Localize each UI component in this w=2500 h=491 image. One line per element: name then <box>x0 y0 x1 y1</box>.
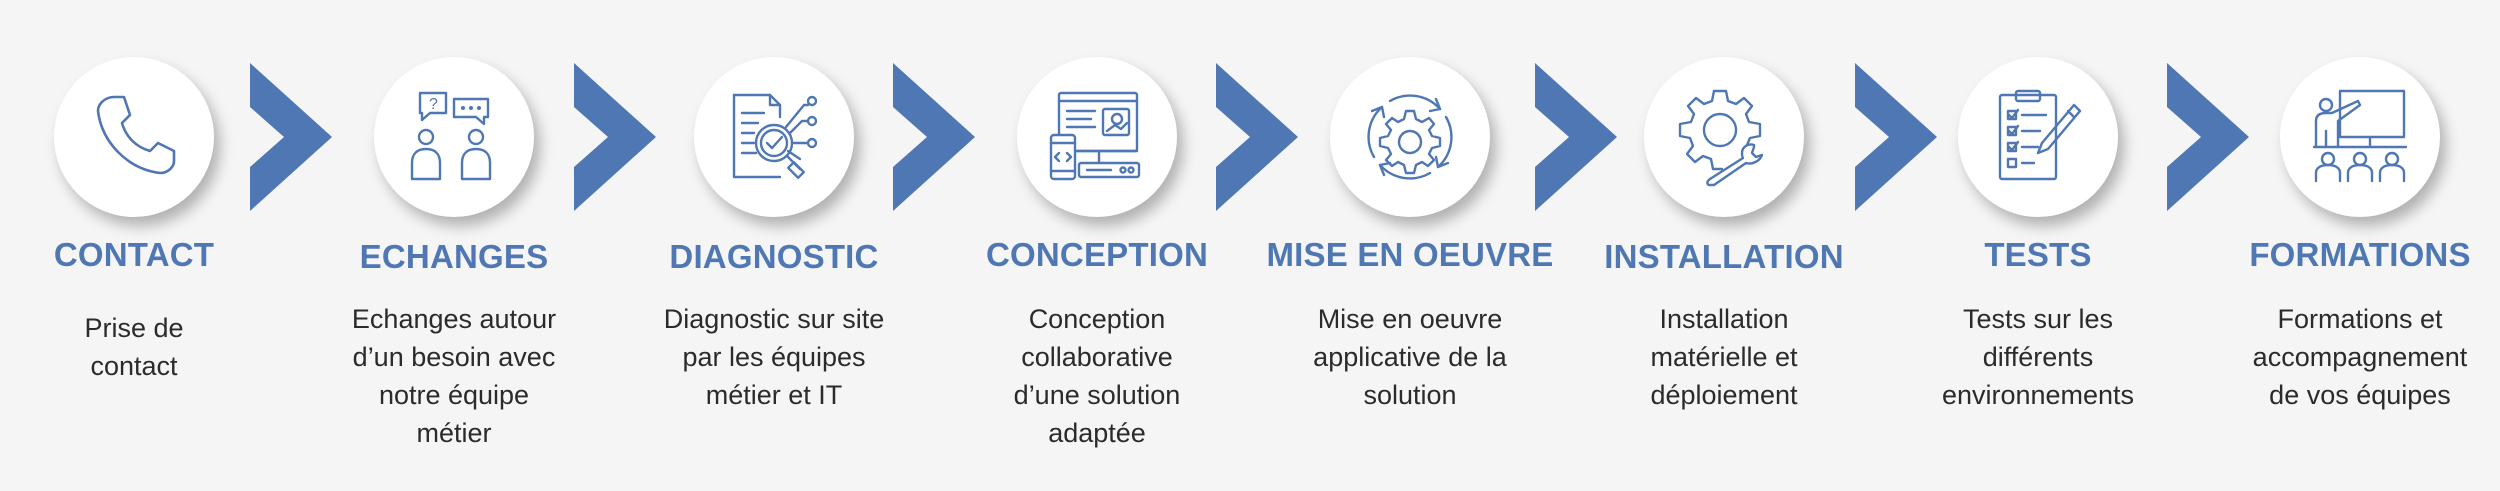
step-icon-circle <box>1958 57 2118 217</box>
step-title: CONTACT <box>53 236 215 273</box>
design-icon <box>1049 91 1141 181</box>
step-title: MISE EN OEUVRE <box>1266 236 1554 273</box>
step-title: FORMATIONS <box>2249 236 2471 273</box>
discussion-icon: ? <box>410 91 492 181</box>
training-icon <box>2312 89 2408 183</box>
step-icon-circle <box>1017 57 1177 217</box>
diagnostic-icon <box>732 93 818 179</box>
step-title: DIAGNOSTIC <box>669 238 879 275</box>
step-icon-circle <box>694 57 854 217</box>
step-title: TESTS <box>1984 236 2092 273</box>
step-icon-circle <box>1644 57 1804 217</box>
step-icon-circle <box>2280 57 2440 217</box>
step-title: ECHANGES <box>359 238 549 275</box>
step-title: CONCEPTION <box>985 236 1208 273</box>
chevron-right-icon <box>1535 63 1617 211</box>
gear-wrench-icon <box>1678 89 1764 187</box>
chevron-right-icon <box>2167 63 2249 211</box>
chevron-right-icon <box>574 63 656 211</box>
chevron-right-icon <box>250 63 332 211</box>
step-icon-circle <box>54 57 214 217</box>
step-icon-circle: ? <box>374 57 534 217</box>
svg-text:?: ? <box>429 96 438 113</box>
step-icon-circle <box>1330 57 1490 217</box>
phone-icon <box>96 95 176 175</box>
checklist-icon <box>1998 89 2082 181</box>
gear-cycle-icon <box>1367 94 1453 180</box>
chevron-right-icon <box>893 63 975 211</box>
chevron-right-icon <box>1855 63 1937 211</box>
chevron-right-icon <box>1216 63 1298 211</box>
step-title: INSTALLATION <box>1604 238 1844 275</box>
